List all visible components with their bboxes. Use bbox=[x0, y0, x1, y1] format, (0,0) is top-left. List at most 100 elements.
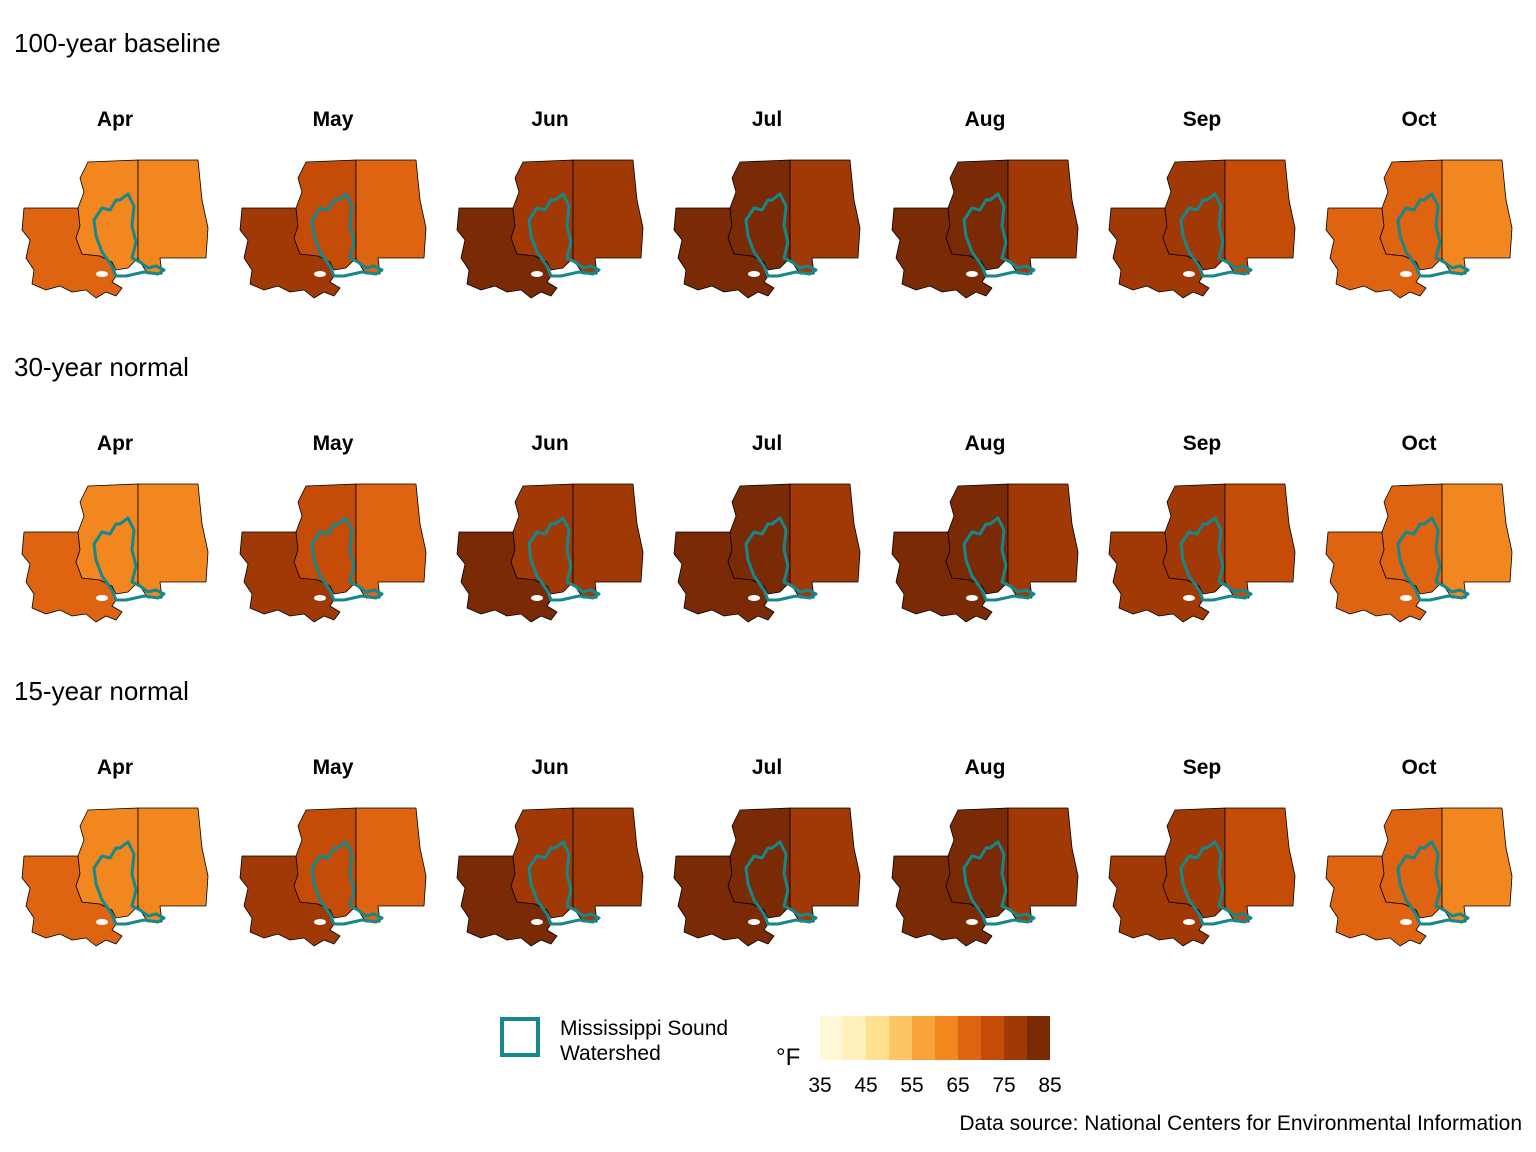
mississippi-region bbox=[727, 159, 791, 271]
mississippi-region bbox=[75, 807, 139, 919]
alabama-region bbox=[137, 483, 209, 599]
watershed-outline bbox=[1179, 516, 1253, 602]
state-map bbox=[673, 159, 861, 299]
state-map bbox=[1108, 807, 1296, 947]
data-source-note: Data source: National Centers for Enviro… bbox=[959, 1112, 1522, 1135]
watershed-outline bbox=[962, 192, 1036, 278]
month-map-panel: Apr bbox=[20, 756, 210, 947]
state-map bbox=[1108, 483, 1296, 623]
watershed-outline bbox=[527, 192, 601, 278]
watershed-outline bbox=[962, 516, 1036, 602]
mississippi-region bbox=[1379, 807, 1443, 919]
mississippi-region bbox=[293, 483, 357, 595]
lake-shape bbox=[748, 595, 760, 601]
mississippi-region bbox=[510, 483, 574, 595]
month-label: Jun bbox=[531, 108, 569, 131]
state-map bbox=[891, 807, 1079, 947]
watershed-outline bbox=[744, 192, 818, 278]
watershed-outline bbox=[1396, 516, 1470, 602]
color-scale-bin bbox=[1027, 1016, 1050, 1060]
mississippi-region bbox=[75, 159, 139, 271]
lake-shape bbox=[531, 919, 543, 925]
lake-shape bbox=[1183, 595, 1195, 601]
temperature-unit: °F bbox=[776, 1044, 801, 1071]
mississippi-region bbox=[945, 159, 1009, 271]
month-map-panel: Aug bbox=[890, 108, 1080, 299]
month-label: Apr bbox=[96, 432, 134, 455]
alabama-region bbox=[1224, 483, 1296, 599]
alabama-region bbox=[1007, 807, 1079, 923]
watershed-outline bbox=[962, 840, 1036, 926]
lake-shape bbox=[1400, 919, 1412, 925]
watershed-outline bbox=[92, 840, 166, 926]
state-map bbox=[1108, 159, 1296, 299]
state-map bbox=[21, 807, 209, 947]
watershed-outline bbox=[92, 516, 166, 602]
alabama-region bbox=[572, 807, 644, 923]
color-scale-bin bbox=[981, 1016, 1004, 1060]
row-title: 15-year normal bbox=[14, 676, 189, 706]
month-map-panel: Jun bbox=[455, 432, 645, 623]
state-map bbox=[21, 483, 209, 623]
alabama-region bbox=[1441, 483, 1513, 599]
mississippi-region bbox=[727, 807, 791, 919]
mississippi-region bbox=[510, 159, 574, 271]
state-map bbox=[21, 159, 209, 299]
watershed-outline bbox=[92, 192, 166, 278]
lake-shape bbox=[748, 919, 760, 925]
mississippi-region bbox=[293, 807, 357, 919]
month-map-panel: Jul bbox=[672, 108, 862, 299]
month-map-panel: Sep bbox=[1107, 432, 1297, 623]
month-map-panel: Oct bbox=[1324, 432, 1514, 623]
lake-shape bbox=[531, 595, 543, 601]
alabama-region bbox=[789, 483, 861, 599]
month-label: Jul bbox=[751, 756, 783, 779]
state-map bbox=[456, 483, 644, 623]
month-map-panel: Apr bbox=[20, 432, 210, 623]
month-label: May bbox=[312, 756, 354, 779]
month-label: Aug bbox=[964, 756, 1006, 779]
color-scale-bin bbox=[843, 1016, 866, 1060]
watershed-legend-key bbox=[500, 1017, 540, 1057]
mississippi-region bbox=[75, 483, 139, 595]
alabama-region bbox=[1224, 807, 1296, 923]
state-map bbox=[673, 807, 861, 947]
month-label: May bbox=[312, 108, 354, 131]
month-label: Aug bbox=[964, 108, 1006, 131]
state-map bbox=[1325, 159, 1513, 299]
alabama-region bbox=[789, 159, 861, 275]
month-map-panel: Oct bbox=[1324, 108, 1514, 299]
month-label: Apr bbox=[96, 756, 134, 779]
mississippi-region bbox=[510, 807, 574, 919]
month-label: Sep bbox=[1182, 756, 1222, 779]
row-title: 30-year normal bbox=[14, 352, 189, 382]
alabama-region bbox=[1441, 807, 1513, 923]
watershed-outline bbox=[1179, 192, 1253, 278]
month-map-panel: Aug bbox=[890, 432, 1080, 623]
watershed-outline bbox=[310, 192, 384, 278]
month-map-panel: Sep bbox=[1107, 108, 1297, 299]
state-map bbox=[456, 807, 644, 947]
watershed-outline bbox=[310, 516, 384, 602]
lake-shape bbox=[748, 271, 760, 277]
month-label: Apr bbox=[96, 108, 134, 131]
lake-shape bbox=[966, 595, 978, 601]
month-map-panel: Jun bbox=[455, 756, 645, 947]
color-scale-bin bbox=[935, 1016, 958, 1060]
mississippi-region bbox=[293, 159, 357, 271]
month-map-panel: Jul bbox=[672, 756, 862, 947]
month-label: Oct bbox=[1401, 756, 1437, 779]
watershed-legend-label: Mississippi Sound Watershed bbox=[560, 1017, 729, 1065]
color-scale-bin bbox=[958, 1016, 981, 1060]
watershed-outline bbox=[1396, 192, 1470, 278]
month-label: May bbox=[312, 432, 354, 455]
alabama-region bbox=[1007, 483, 1079, 599]
lake-shape bbox=[1183, 271, 1195, 277]
watershed-outline bbox=[527, 516, 601, 602]
month-map-panel: Sep bbox=[1107, 756, 1297, 947]
lake-shape bbox=[96, 271, 108, 277]
mississippi-region bbox=[1162, 159, 1226, 271]
temperature-color-scale bbox=[820, 1016, 1050, 1060]
month-map-panel: Jul bbox=[672, 432, 862, 623]
alabama-region bbox=[572, 159, 644, 275]
